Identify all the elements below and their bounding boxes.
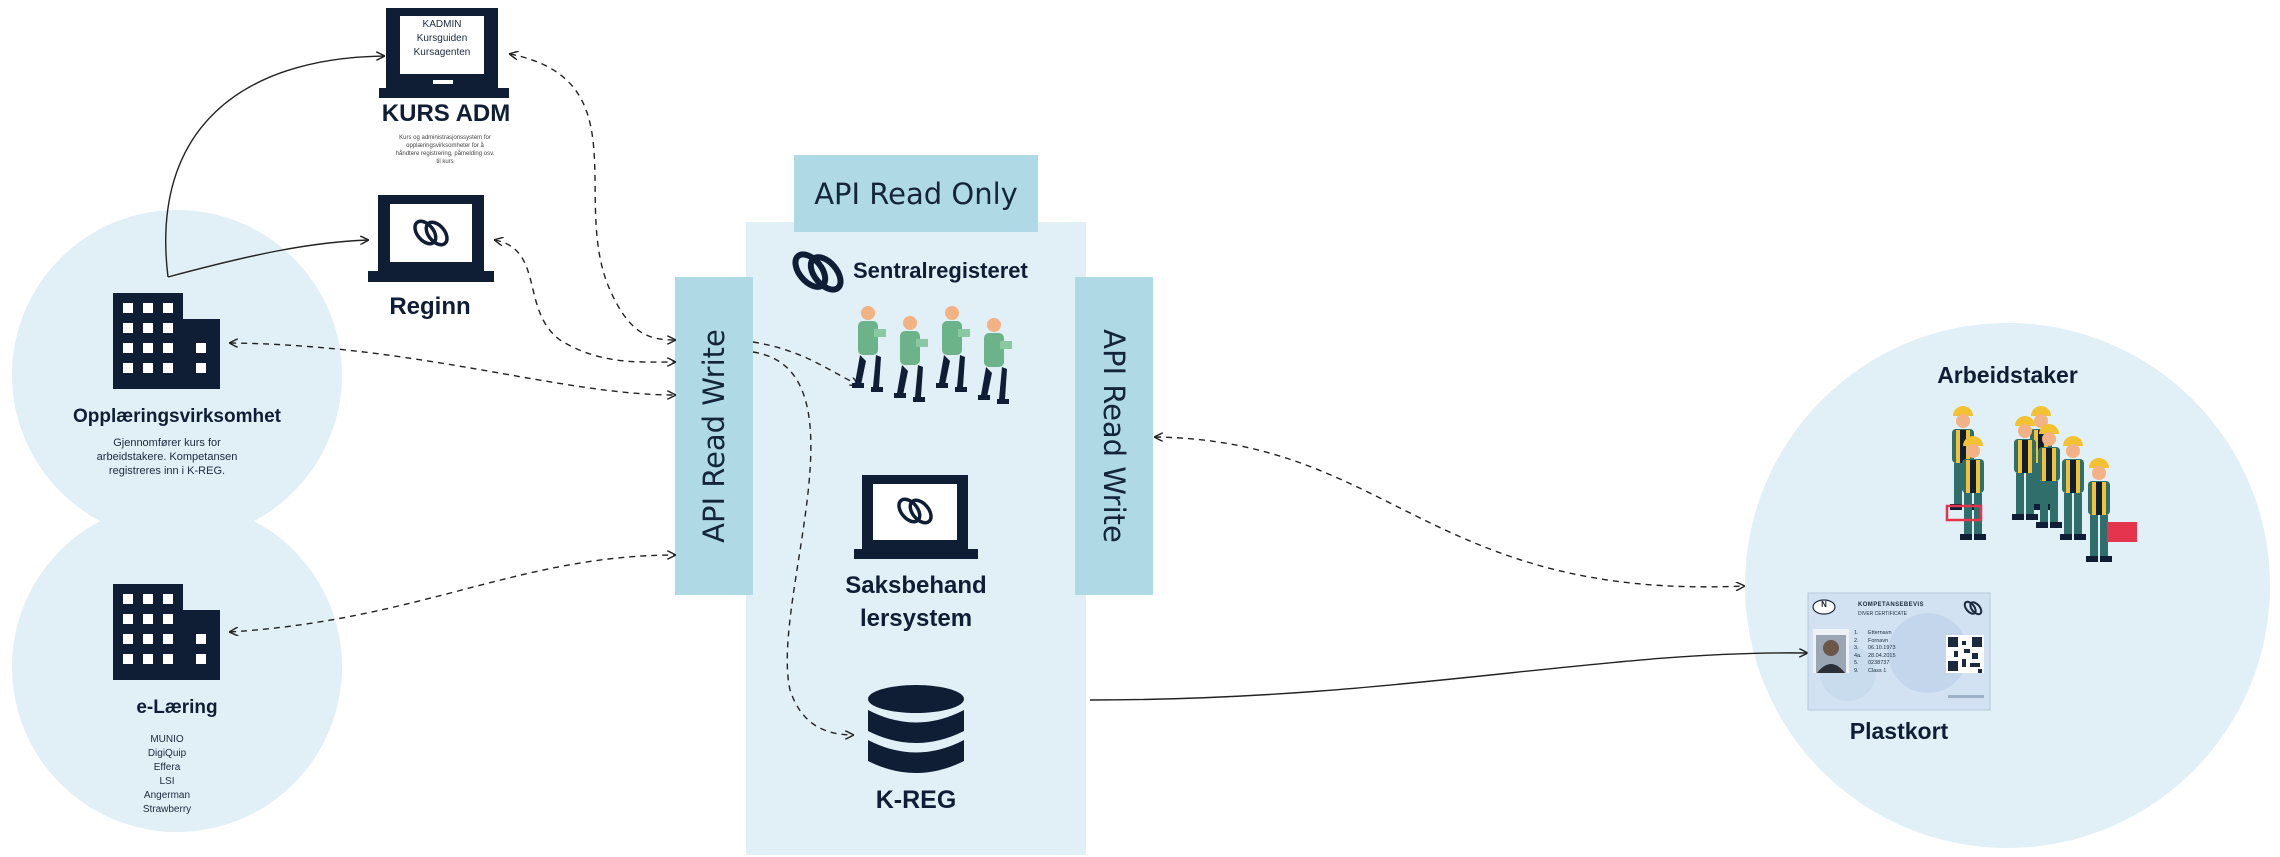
card-logo-icon bbox=[1963, 600, 1983, 616]
card-field-num: 1. bbox=[1854, 630, 1859, 636]
card-field-value: Etternavn bbox=[1868, 630, 1892, 636]
card-field-num: 2. bbox=[1854, 637, 1859, 644]
registry-logo-icon bbox=[413, 219, 449, 247]
card-field-num: 4a. bbox=[1854, 652, 1862, 659]
sentralregisteret-logo-icon bbox=[792, 251, 844, 293]
laptop-icon-saksbehandler[interactable] bbox=[854, 475, 978, 563]
api-read-only-label: API Read Only bbox=[814, 176, 1018, 211]
kursadm-screen-line-1: KADMIN bbox=[422, 19, 462, 30]
reginn-title: Reginn bbox=[389, 293, 471, 320]
kursadm-screen-line-3: Kursagenten bbox=[413, 47, 471, 58]
card-field: 1. Etternavn bbox=[1854, 630, 1896, 638]
toolbox-icon bbox=[2107, 522, 2137, 542]
building-icon-elaering bbox=[113, 584, 220, 680]
card-badge: N bbox=[1821, 600, 1827, 609]
construction-workers-icon bbox=[1945, 406, 2137, 562]
api-read-write-left-label: API Read Write bbox=[697, 329, 731, 543]
competence-card[interactable] bbox=[1807, 592, 1991, 711]
card-field-value: 0238737 bbox=[1868, 660, 1890, 666]
sentralregisteret-title: Sentralregisteret bbox=[853, 258, 1028, 283]
elaering-provider: MUNIO bbox=[150, 734, 184, 745]
card-field: 5. 0238737 bbox=[1854, 660, 1896, 668]
card-field: 2. Fornavn bbox=[1854, 638, 1896, 646]
elaering-provider: Angerman bbox=[143, 790, 191, 801]
card-header-line-2: DIVER CERTIFICATE bbox=[1858, 611, 1907, 617]
database-icon bbox=[868, 685, 964, 773]
elaering-title: e-Læring bbox=[136, 697, 218, 718]
line-kreg-plastkort bbox=[1089, 653, 1807, 701]
laptop-icon-kursadm[interactable] bbox=[379, 8, 516, 100]
elaering-provider: Strawberry bbox=[142, 804, 192, 815]
card-field-num: 3. bbox=[1854, 645, 1859, 651]
card-field-num: 9. bbox=[1854, 667, 1859, 674]
plastkort-title: Plastkort bbox=[1849, 718, 1949, 744]
building-icon-opplaering bbox=[113, 293, 220, 389]
api-read-only[interactable]: API Read Only bbox=[794, 155, 1038, 232]
api-read-write-left[interactable]: API Read Write bbox=[675, 277, 753, 595]
card-header-line-1: KOMPETANSEBEVIS bbox=[1858, 602, 1924, 608]
kreg-title: K-REG bbox=[875, 786, 957, 814]
card-field-value: 06.10.1973 bbox=[1868, 645, 1896, 651]
saksbehandler-title-line-2: lersystem bbox=[859, 605, 973, 632]
card-field-value: Class 1 bbox=[1868, 667, 1887, 674]
kursadm-title: KURS ADM bbox=[381, 100, 511, 127]
card-field: 9. Class 1 bbox=[1854, 668, 1896, 676]
saksbehandler-title-line-1: Saksbehand bbox=[845, 572, 987, 599]
opplaering-title: Opplæringsvirksomhet bbox=[73, 406, 281, 427]
card-field-num: 5. bbox=[1854, 660, 1859, 666]
kursadm-description: Kurs og administrasjonssystem for opplær… bbox=[395, 135, 495, 165]
card-field-value: Fornavn bbox=[1868, 637, 1889, 644]
line-reginn-api bbox=[495, 240, 675, 362]
elaering-provider: Effera bbox=[153, 762, 181, 773]
photo-portrait-icon bbox=[1816, 635, 1846, 673]
elaering-provider: LSI bbox=[159, 776, 175, 787]
card-fields: 1. Etternavn 2. Fornavn 3. 06.10.1973 4a. 28… bbox=[1854, 630, 1896, 675]
card-field-value: 28.04.2015 bbox=[1868, 652, 1896, 659]
api-read-write-right-label: API Read Write bbox=[1097, 329, 1131, 543]
office-workers-icon bbox=[852, 306, 1012, 404]
line-kursadm-api bbox=[510, 54, 675, 340]
opplaering-description: Gjennomfører kurs for arbeidstakere. Kom… bbox=[96, 437, 238, 477]
api-read-write-right[interactable]: API Read Write bbox=[1075, 277, 1153, 595]
kursadm-screen-line-2: Kursguiden bbox=[416, 33, 468, 44]
card-field: 4a. 28.04.2015 bbox=[1854, 653, 1896, 661]
elaering-provider: DigiQuip bbox=[147, 748, 187, 759]
arbeidstaker-title: Arbeidstaker bbox=[1937, 362, 2078, 388]
arbeidstaker-circle bbox=[1745, 323, 2270, 848]
line-api-arbeidstaker bbox=[1155, 437, 1744, 587]
card-field: 3. 06.10.1973 bbox=[1854, 645, 1896, 653]
qr-code-icon bbox=[1946, 635, 1984, 673]
registry-logo-icon bbox=[897, 497, 933, 525]
laptop-icon-reginn[interactable] bbox=[368, 195, 496, 285]
